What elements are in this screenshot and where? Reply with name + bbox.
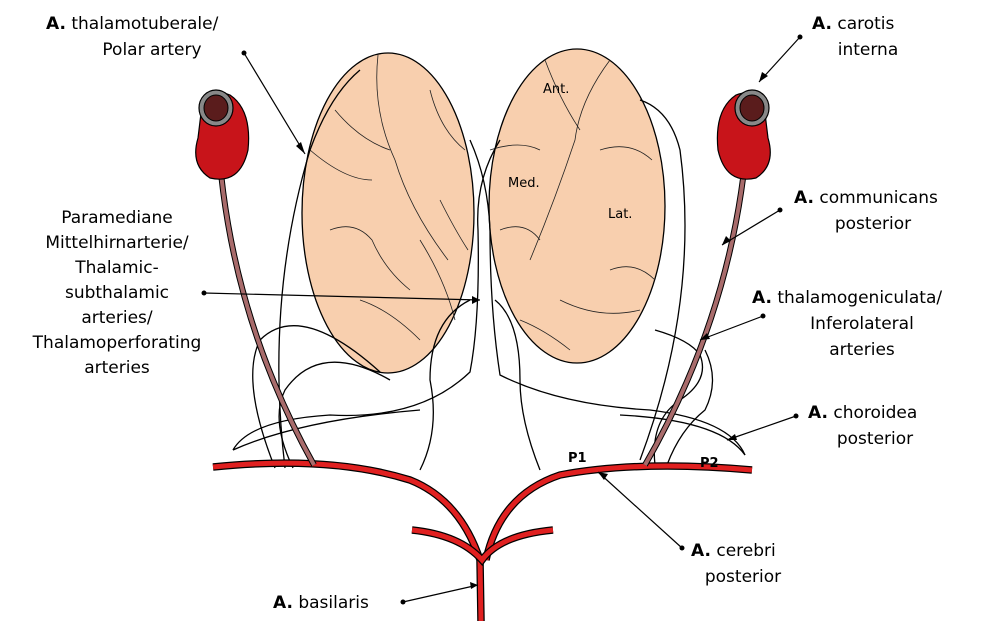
label-cerebri: A. cerebri posterior	[691, 541, 781, 587]
svg-text:A. thalamogeniculata/: A. thalamogeniculata/	[752, 288, 942, 308]
paramediane-line5: arteries/	[81, 308, 153, 328]
label-basilaris: A. basilaris	[273, 593, 369, 613]
label-paramediane: Paramediane Mittelhirnarterie/ Thalamic-…	[32, 208, 202, 378]
paramediane-line1: Paramediane	[61, 208, 173, 228]
region-label-med: Med.	[508, 176, 540, 191]
basilaris-prefix: A.	[273, 593, 293, 613]
region-label-lat: Lat.	[608, 207, 632, 222]
svg-text:A. communicans: A. communicans	[794, 188, 938, 208]
left-thalamus	[302, 53, 474, 373]
region-label-ant: Ant.	[543, 82, 569, 97]
thalamotuberale-prefix: A.	[46, 14, 66, 34]
choroidea-line2: posterior	[837, 429, 913, 449]
choroidea-prefix: A.	[808, 403, 828, 423]
paramediane-line7: arteries	[84, 358, 150, 378]
svg-text:A. thalamotuberale/: A. thalamotuberale/	[46, 14, 219, 34]
label-choroidea: A. choroidea posterior	[808, 403, 917, 449]
thalamogeniculata-line3: arteries	[829, 340, 895, 360]
cerebri-line2: posterior	[705, 567, 781, 587]
label-communicans: A. communicans posterior	[794, 188, 938, 234]
label-carotis: A. carotis interna	[812, 14, 898, 60]
cerebri-line1: cerebri	[711, 541, 776, 561]
svg-text:A. basilaris: A. basilaris	[273, 593, 369, 613]
choroidea-line1: choroidea	[828, 403, 917, 423]
communicans-prefix: A.	[794, 188, 814, 208]
carotis-line2: interna	[838, 40, 899, 60]
left-carotis-stump	[196, 90, 249, 179]
thalamogeniculata-line1: thalamogeniculata/	[772, 288, 942, 308]
communicans-line1: communicans	[814, 188, 938, 208]
svg-text:A. choroidea: A. choroidea	[808, 403, 917, 423]
carotis-line1: carotis	[832, 14, 895, 34]
carotis-prefix: A.	[812, 14, 832, 34]
paramediane-line3: Thalamic-	[74, 258, 158, 278]
thalamogeniculata-line2: Inferolateral	[810, 314, 914, 334]
label-thalamotuberale: A. thalamotuberale/ Polar artery	[46, 14, 219, 60]
label-thalamogeniculata: A. thalamogeniculata/ Inferolateral arte…	[752, 288, 942, 360]
paramediane-line6: Thalamoperforating	[32, 333, 202, 353]
paramediane-line2: Mittelhirnarterie/	[45, 233, 189, 253]
segment-label-p2: P2	[700, 456, 719, 471]
thalamogeniculata-prefix: A.	[752, 288, 772, 308]
svg-text:A. cerebri: A. cerebri	[691, 541, 776, 561]
communicans-line2: posterior	[835, 214, 911, 234]
cerebri-prefix: A.	[691, 541, 711, 561]
right-thalamus	[489, 49, 665, 363]
posterior-communicating-arteries	[217, 112, 749, 465]
paramediane-line4: subthalamic	[65, 283, 169, 303]
basilaris-line1: basilaris	[293, 593, 369, 613]
thalamotuberale-line1: thalamotuberale/	[66, 14, 219, 34]
segment-label-p1: P1	[568, 451, 587, 466]
thalamotuberale-line2: Polar artery	[102, 40, 201, 60]
svg-text:A. carotis: A. carotis	[812, 14, 895, 34]
right-carotis-stump	[717, 90, 770, 179]
